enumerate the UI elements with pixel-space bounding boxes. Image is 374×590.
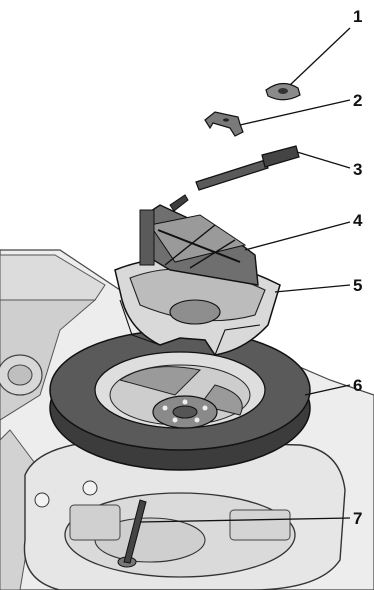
callout-2: 2 — [353, 91, 362, 110]
callout-5: 5 — [353, 276, 362, 295]
callout-3: 3 — [353, 160, 362, 179]
retainer-bracket — [205, 112, 243, 136]
wing-nut — [266, 83, 300, 99]
callout-4: 4 — [353, 211, 363, 230]
callout-7: 7 — [353, 509, 362, 528]
jack-handle — [196, 146, 299, 190]
callout-6: 6 — [353, 376, 362, 395]
compact-spare-tire — [50, 330, 310, 470]
callout-1: 1 — [353, 7, 362, 26]
